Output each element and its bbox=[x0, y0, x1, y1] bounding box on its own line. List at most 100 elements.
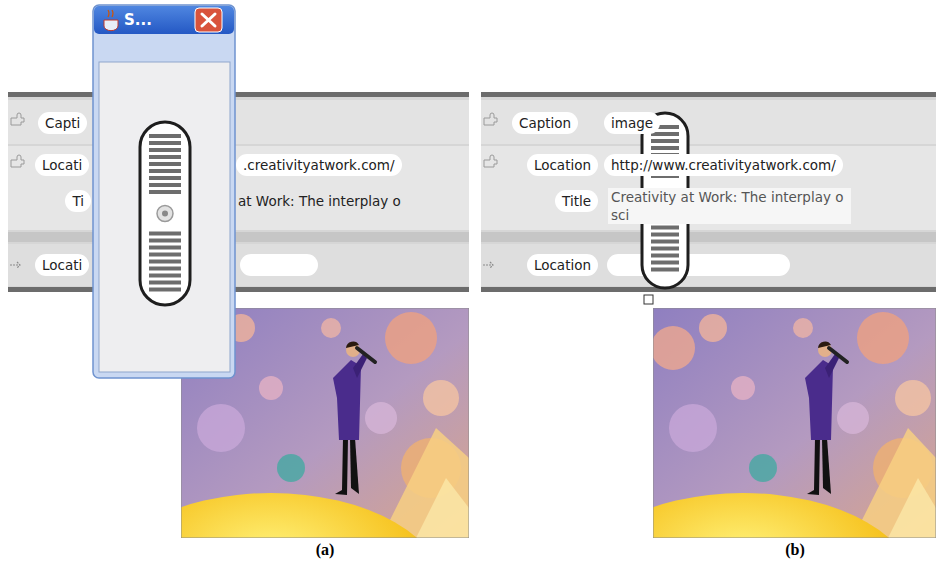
widget-stripe bbox=[149, 169, 181, 173]
bokeh-light bbox=[895, 380, 931, 416]
app-window bbox=[93, 5, 235, 378]
widget-stripe bbox=[149, 155, 181, 159]
field-text: Capti bbox=[45, 115, 80, 131]
widget-stripe bbox=[149, 183, 181, 187]
widget-stripe bbox=[651, 233, 679, 237]
field-pill: image bbox=[604, 112, 660, 134]
bokeh-light bbox=[365, 402, 397, 434]
puzzle-icon bbox=[11, 113, 24, 125]
widget-stripe bbox=[651, 247, 679, 251]
illustration-frame bbox=[653, 308, 936, 538]
bokeh-light bbox=[277, 454, 305, 482]
man-leg bbox=[807, 438, 820, 495]
panel-row bbox=[8, 146, 469, 230]
widget-stripe bbox=[149, 253, 181, 257]
panel-border bbox=[481, 287, 936, 292]
bokeh-light bbox=[259, 376, 283, 400]
widget-stripe bbox=[149, 190, 181, 194]
widget-stripe bbox=[651, 261, 679, 265]
widget-stripe bbox=[149, 246, 181, 250]
field-pill: Locati bbox=[35, 254, 89, 276]
property-panel bbox=[8, 92, 469, 292]
panel-border bbox=[481, 92, 936, 97]
widget-stripe bbox=[651, 254, 679, 258]
widget-knob-dot bbox=[162, 211, 168, 217]
property-panel bbox=[481, 92, 936, 292]
empty-field bbox=[607, 254, 790, 276]
illustration bbox=[653, 308, 936, 538]
field-text: Locati bbox=[42, 257, 82, 273]
widget-stripe bbox=[149, 232, 181, 236]
anchor-handle bbox=[644, 295, 653, 304]
close-cross bbox=[202, 14, 215, 26]
panel-row bbox=[481, 146, 936, 230]
bokeh-light bbox=[653, 326, 695, 370]
field-text: Caption bbox=[519, 115, 571, 131]
puzzle-icon bbox=[484, 113, 497, 125]
field-pill: .creativityatwork.com/ bbox=[236, 154, 402, 176]
glass-shard bbox=[416, 478, 469, 538]
bokeh-light bbox=[669, 404, 717, 452]
field-value: at Work: The interplay o bbox=[238, 190, 401, 212]
man-leg bbox=[335, 438, 348, 495]
field-pill: Title bbox=[555, 190, 598, 212]
bokeh-light bbox=[749, 454, 777, 482]
glass-shard bbox=[888, 478, 936, 538]
java-icon bbox=[104, 20, 118, 31]
field-text: Ti bbox=[72, 193, 84, 209]
panel-row bbox=[481, 244, 936, 286]
man-leg bbox=[350, 438, 359, 494]
field-pill: Location bbox=[527, 154, 598, 176]
panel-border bbox=[8, 92, 469, 97]
bokeh-light bbox=[423, 380, 459, 416]
close-button bbox=[195, 8, 222, 32]
bokeh-light bbox=[793, 318, 813, 338]
widget-stripe bbox=[651, 240, 679, 244]
glass-shard bbox=[381, 428, 469, 538]
empty-field bbox=[240, 254, 318, 276]
field-text: http://www.creativityatwork.com/ bbox=[611, 157, 836, 173]
arrow-icon bbox=[10, 262, 20, 268]
field-text: image bbox=[611, 115, 653, 131]
arrow-icon bbox=[483, 262, 493, 268]
widget-stripe bbox=[149, 274, 181, 278]
widget-stripe bbox=[149, 162, 181, 166]
widget-stripe bbox=[149, 288, 181, 292]
bokeh-light bbox=[197, 404, 245, 452]
bokeh-light bbox=[321, 318, 341, 338]
field-text: Location bbox=[534, 157, 591, 173]
field-pill: http://www.creativityatwork.com/ bbox=[604, 154, 843, 176]
widget-stripe bbox=[149, 141, 181, 145]
field-text: Location bbox=[534, 257, 591, 273]
widget-stripe bbox=[149, 267, 181, 271]
man-arm bbox=[353, 354, 367, 378]
widget-stripe bbox=[651, 146, 679, 150]
panel-row bbox=[8, 100, 469, 144]
field-pill: Locati bbox=[35, 154, 89, 176]
widget-knob bbox=[157, 206, 173, 222]
hill bbox=[181, 493, 446, 538]
widget-stripe bbox=[149, 148, 181, 152]
widget-stripe bbox=[149, 260, 181, 264]
panel-row bbox=[8, 244, 469, 286]
field-pill: Ti bbox=[65, 190, 91, 212]
widget-stripe bbox=[651, 139, 679, 143]
panel-separator bbox=[8, 232, 469, 242]
widget-stripe bbox=[149, 281, 181, 285]
window-title: S... bbox=[124, 10, 152, 30]
puzzle-icon bbox=[11, 155, 24, 167]
field-text: Title bbox=[562, 193, 591, 209]
widget-capsule bbox=[140, 122, 190, 305]
hill bbox=[653, 493, 918, 538]
panel-caption: (b) bbox=[785, 541, 805, 559]
field-text: Locati bbox=[42, 157, 82, 173]
bokeh-light bbox=[857, 312, 909, 364]
panel-caption: (a) bbox=[316, 541, 335, 559]
spyglass bbox=[829, 348, 847, 362]
field-text: .creativityatwork.com/ bbox=[243, 157, 395, 173]
panel-row bbox=[481, 100, 936, 144]
panel-border bbox=[8, 287, 469, 292]
bokeh-light bbox=[699, 314, 727, 342]
